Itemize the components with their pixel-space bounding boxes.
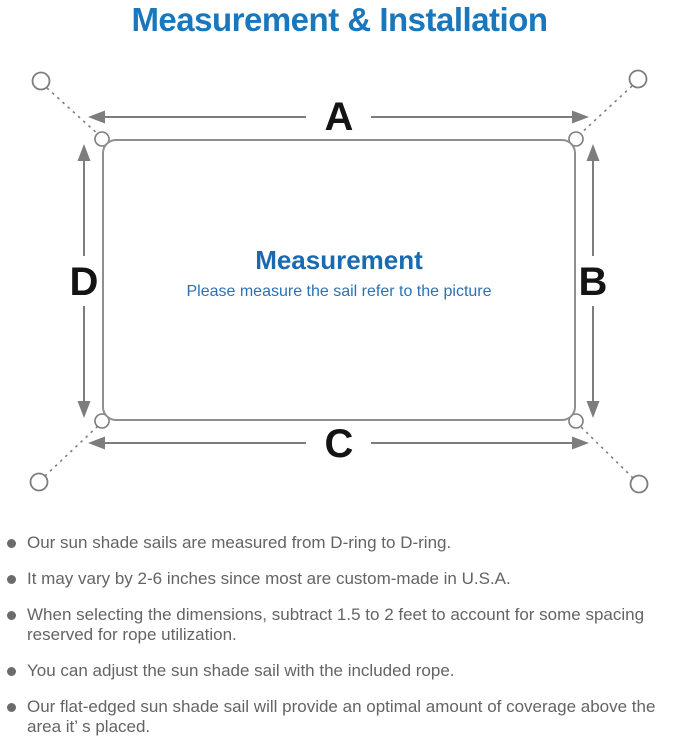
note-text: It may vary by 2-6 inches since most are…: [27, 569, 511, 588]
note-text: When selecting the dimensions, subtract …: [27, 605, 645, 644]
note-text: Our flat-edged sun shade sail will provi…: [27, 697, 656, 736]
measurement-notes-list: Our sun shade sails are measured from D-…: [7, 533, 667, 739]
rope-lines: [44, 85, 634, 479]
dimension-c: [88, 436, 589, 450]
bullet-icon: [7, 539, 16, 548]
arrowhead-c-left: [88, 436, 105, 450]
d-ring-bottom-left: [94, 413, 110, 429]
page-title: Measurement & Installation: [131, 1, 548, 38]
anchor-point-bottom-left: [29, 472, 49, 492]
list-item: You can adjust the sun shade sail with t…: [7, 661, 667, 681]
list-item: Our flat-edged sun shade sail will provi…: [7, 697, 667, 737]
note-text: You can adjust the sun shade sail with t…: [27, 661, 455, 680]
rope-line-top-right: [577, 85, 633, 137]
arrowhead-a-right: [572, 110, 589, 124]
dimension-label-c: C: [325, 422, 354, 466]
bullet-icon: [7, 611, 16, 620]
rope-line-bottom-right: [577, 423, 634, 479]
anchor-point-bottom-right: [629, 474, 649, 494]
bullet-icon: [7, 667, 16, 676]
note-text: Our sun shade sails are measured from D-…: [27, 533, 452, 552]
arrowhead-a-left: [88, 110, 105, 124]
d-ring-top-left: [94, 131, 110, 147]
arrowhead-b-top: [586, 144, 600, 161]
list-item: Our sun shade sails are measured from D-…: [7, 533, 667, 553]
anchor-point-top-left: [31, 71, 51, 91]
bullet-icon: [7, 703, 16, 712]
d-ring-top-right: [568, 131, 584, 147]
dimension-label-d: D: [70, 260, 99, 304]
sail-outline: [102, 139, 576, 421]
rope-line-bottom-left: [44, 423, 101, 477]
list-item: When selecting the dimensions, subtract …: [7, 605, 667, 645]
arrowhead-d-bottom: [77, 401, 91, 418]
arrowhead-c-right: [572, 436, 589, 450]
bullet-icon: [7, 575, 16, 584]
dimension-a: [88, 110, 589, 124]
rope-line-top-left: [46, 87, 101, 137]
dimension-label-a: A: [325, 95, 354, 139]
dimension-label-b: B: [579, 260, 608, 304]
dimension-b: [586, 144, 600, 418]
d-rings: [94, 131, 584, 429]
dimension-d: [77, 144, 91, 418]
arrowhead-b-bottom: [586, 401, 600, 418]
anchor-points: [29, 69, 649, 494]
d-ring-bottom-right: [568, 413, 584, 429]
arrowhead-d-top: [77, 144, 91, 161]
anchor-point-top-right: [628, 69, 648, 89]
list-item: It may vary by 2-6 inches since most are…: [7, 569, 667, 589]
sail-measurement-diagram: A C D B: [29, 69, 649, 494]
